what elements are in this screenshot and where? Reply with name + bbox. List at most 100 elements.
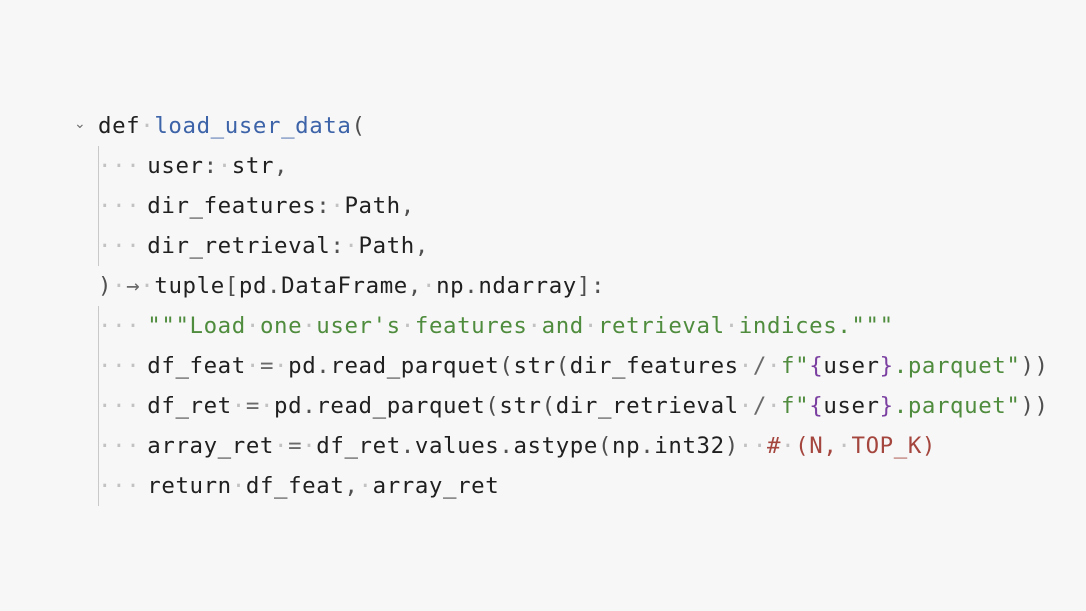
whitespace-dot: [274, 346, 288, 386]
code-token: →: [126, 273, 141, 299]
code-token: read_parquet: [316, 393, 486, 419]
whitespace-dot: [260, 386, 274, 426]
code-token: retrieval: [597, 313, 725, 339]
code-token: =: [245, 393, 260, 419]
code-block: defload_user_data(user:str,dir_features:…: [98, 106, 1049, 506]
whitespace-dot: [126, 386, 140, 426]
code-line[interactable]: """Loadoneuser'sfeaturesandretrievalindi…: [98, 306, 1049, 346]
code-token: ,: [400, 193, 415, 219]
whitespace-dot: [767, 386, 781, 426]
code-line[interactable]: returndf_feat,array_ret: [98, 466, 1049, 506]
whitespace-dot: [246, 346, 260, 386]
code-token: .: [499, 433, 514, 459]
code-token: .: [640, 433, 655, 459]
code-token: ,: [414, 233, 429, 259]
code-token: :: [590, 273, 606, 299]
code-line[interactable]: defload_user_data(: [98, 106, 1049, 146]
whitespace-dot: [112, 346, 126, 386]
code-line[interactable]: array_ret=df_ret.values.astype(np.int32)…: [98, 426, 1049, 466]
code-token: ,: [407, 273, 422, 299]
code-token: (: [597, 433, 613, 459]
code-line[interactable]: dir_features:Path,: [98, 186, 1049, 226]
whitespace-dot: [232, 466, 246, 506]
indent-whitespace: [98, 386, 147, 426]
code-token: dir_features: [569, 353, 739, 379]
indent-whitespace: [98, 226, 147, 266]
whitespace-dot: [98, 226, 112, 266]
code-token: dir_retrieval: [147, 233, 331, 259]
code-line[interactable]: df_ret=pd.read_parquet(str(dir_retrieval…: [98, 386, 1049, 426]
whitespace-dot: [140, 266, 154, 306]
code-token: array_ret: [372, 473, 500, 499]
code-token: df_ret: [316, 433, 401, 459]
code-token: and: [541, 313, 584, 339]
whitespace-dot: [422, 266, 436, 306]
code-token: read_parquet: [330, 353, 500, 379]
whitespace-dot: [98, 386, 112, 426]
whitespace-dot: [112, 466, 126, 506]
code-token: TOP_K): [851, 433, 936, 459]
code-token: astype: [513, 433, 598, 459]
code-token: df_feat: [245, 473, 345, 499]
code-token: one: [259, 313, 303, 339]
indent-guide: [98, 386, 99, 426]
whitespace-dot: [126, 146, 140, 186]
code-token: dir_features: [147, 193, 317, 219]
code-token: :: [330, 233, 345, 259]
code-line[interactable]: df_feat=pd.read_parquet(str(dir_features…: [98, 346, 1049, 386]
code-token: )): [1020, 393, 1049, 419]
whitespace-dot: [528, 306, 542, 346]
code-line[interactable]: )→tuple[pd.DataFrame,np.ndarray]:: [98, 266, 1049, 306]
whitespace-dot: [330, 186, 344, 226]
whitespace-dot: [584, 306, 598, 346]
whitespace-dot: [112, 146, 126, 186]
code-token: (: [555, 353, 570, 379]
whitespace-dot: [344, 226, 358, 266]
code-token: .: [316, 353, 331, 379]
whitespace-dot: [126, 346, 140, 386]
whitespace-dot: [98, 186, 112, 226]
code-token: array_ret: [147, 433, 275, 459]
whitespace-dot: [126, 226, 140, 266]
code-token: str: [513, 353, 556, 379]
whitespace-dot: [232, 386, 246, 426]
indent-guide: [98, 186, 99, 226]
code-token: load_user_data: [154, 113, 352, 139]
whitespace-dot: [126, 466, 140, 506]
code-token: ,: [274, 153, 289, 179]
whitespace-dot: [302, 426, 316, 466]
code-token: int32: [654, 433, 725, 459]
whitespace-dot: [218, 146, 232, 186]
whitespace-dot: [126, 426, 140, 466]
whitespace-dot: [98, 346, 112, 386]
indent-guide: [98, 306, 99, 346]
indent-guide: [98, 146, 99, 186]
whitespace-dot: [246, 306, 260, 346]
code-token: np: [612, 433, 641, 459]
code-token: return: [147, 473, 232, 499]
code-token: /: [752, 393, 767, 419]
whitespace-dot: [302, 306, 316, 346]
code-line[interactable]: dir_retrieval:Path,: [98, 226, 1049, 266]
code-token: f": [781, 353, 810, 379]
code-token: def: [98, 113, 141, 139]
code-token: str: [499, 393, 542, 419]
code-token: ): [98, 273, 113, 299]
code-token: .: [400, 433, 415, 459]
whitespace-dot: [725, 306, 739, 346]
code-token: }: [879, 393, 894, 419]
code-token: ]: [576, 273, 591, 299]
chevron-fold-icon[interactable]: ⌄: [74, 116, 86, 132]
code-token: pd: [274, 393, 303, 419]
code-token: (: [541, 393, 556, 419]
whitespace-dot: [753, 426, 767, 466]
indent-guide: [98, 426, 99, 466]
indent-whitespace: [98, 306, 147, 346]
code-line[interactable]: user:str,: [98, 146, 1049, 186]
whitespace-dot: [781, 426, 795, 466]
code-token: =: [259, 353, 275, 379]
indent-guide: [98, 226, 99, 266]
code-token: [: [224, 273, 239, 299]
whitespace-dot: [98, 306, 112, 346]
